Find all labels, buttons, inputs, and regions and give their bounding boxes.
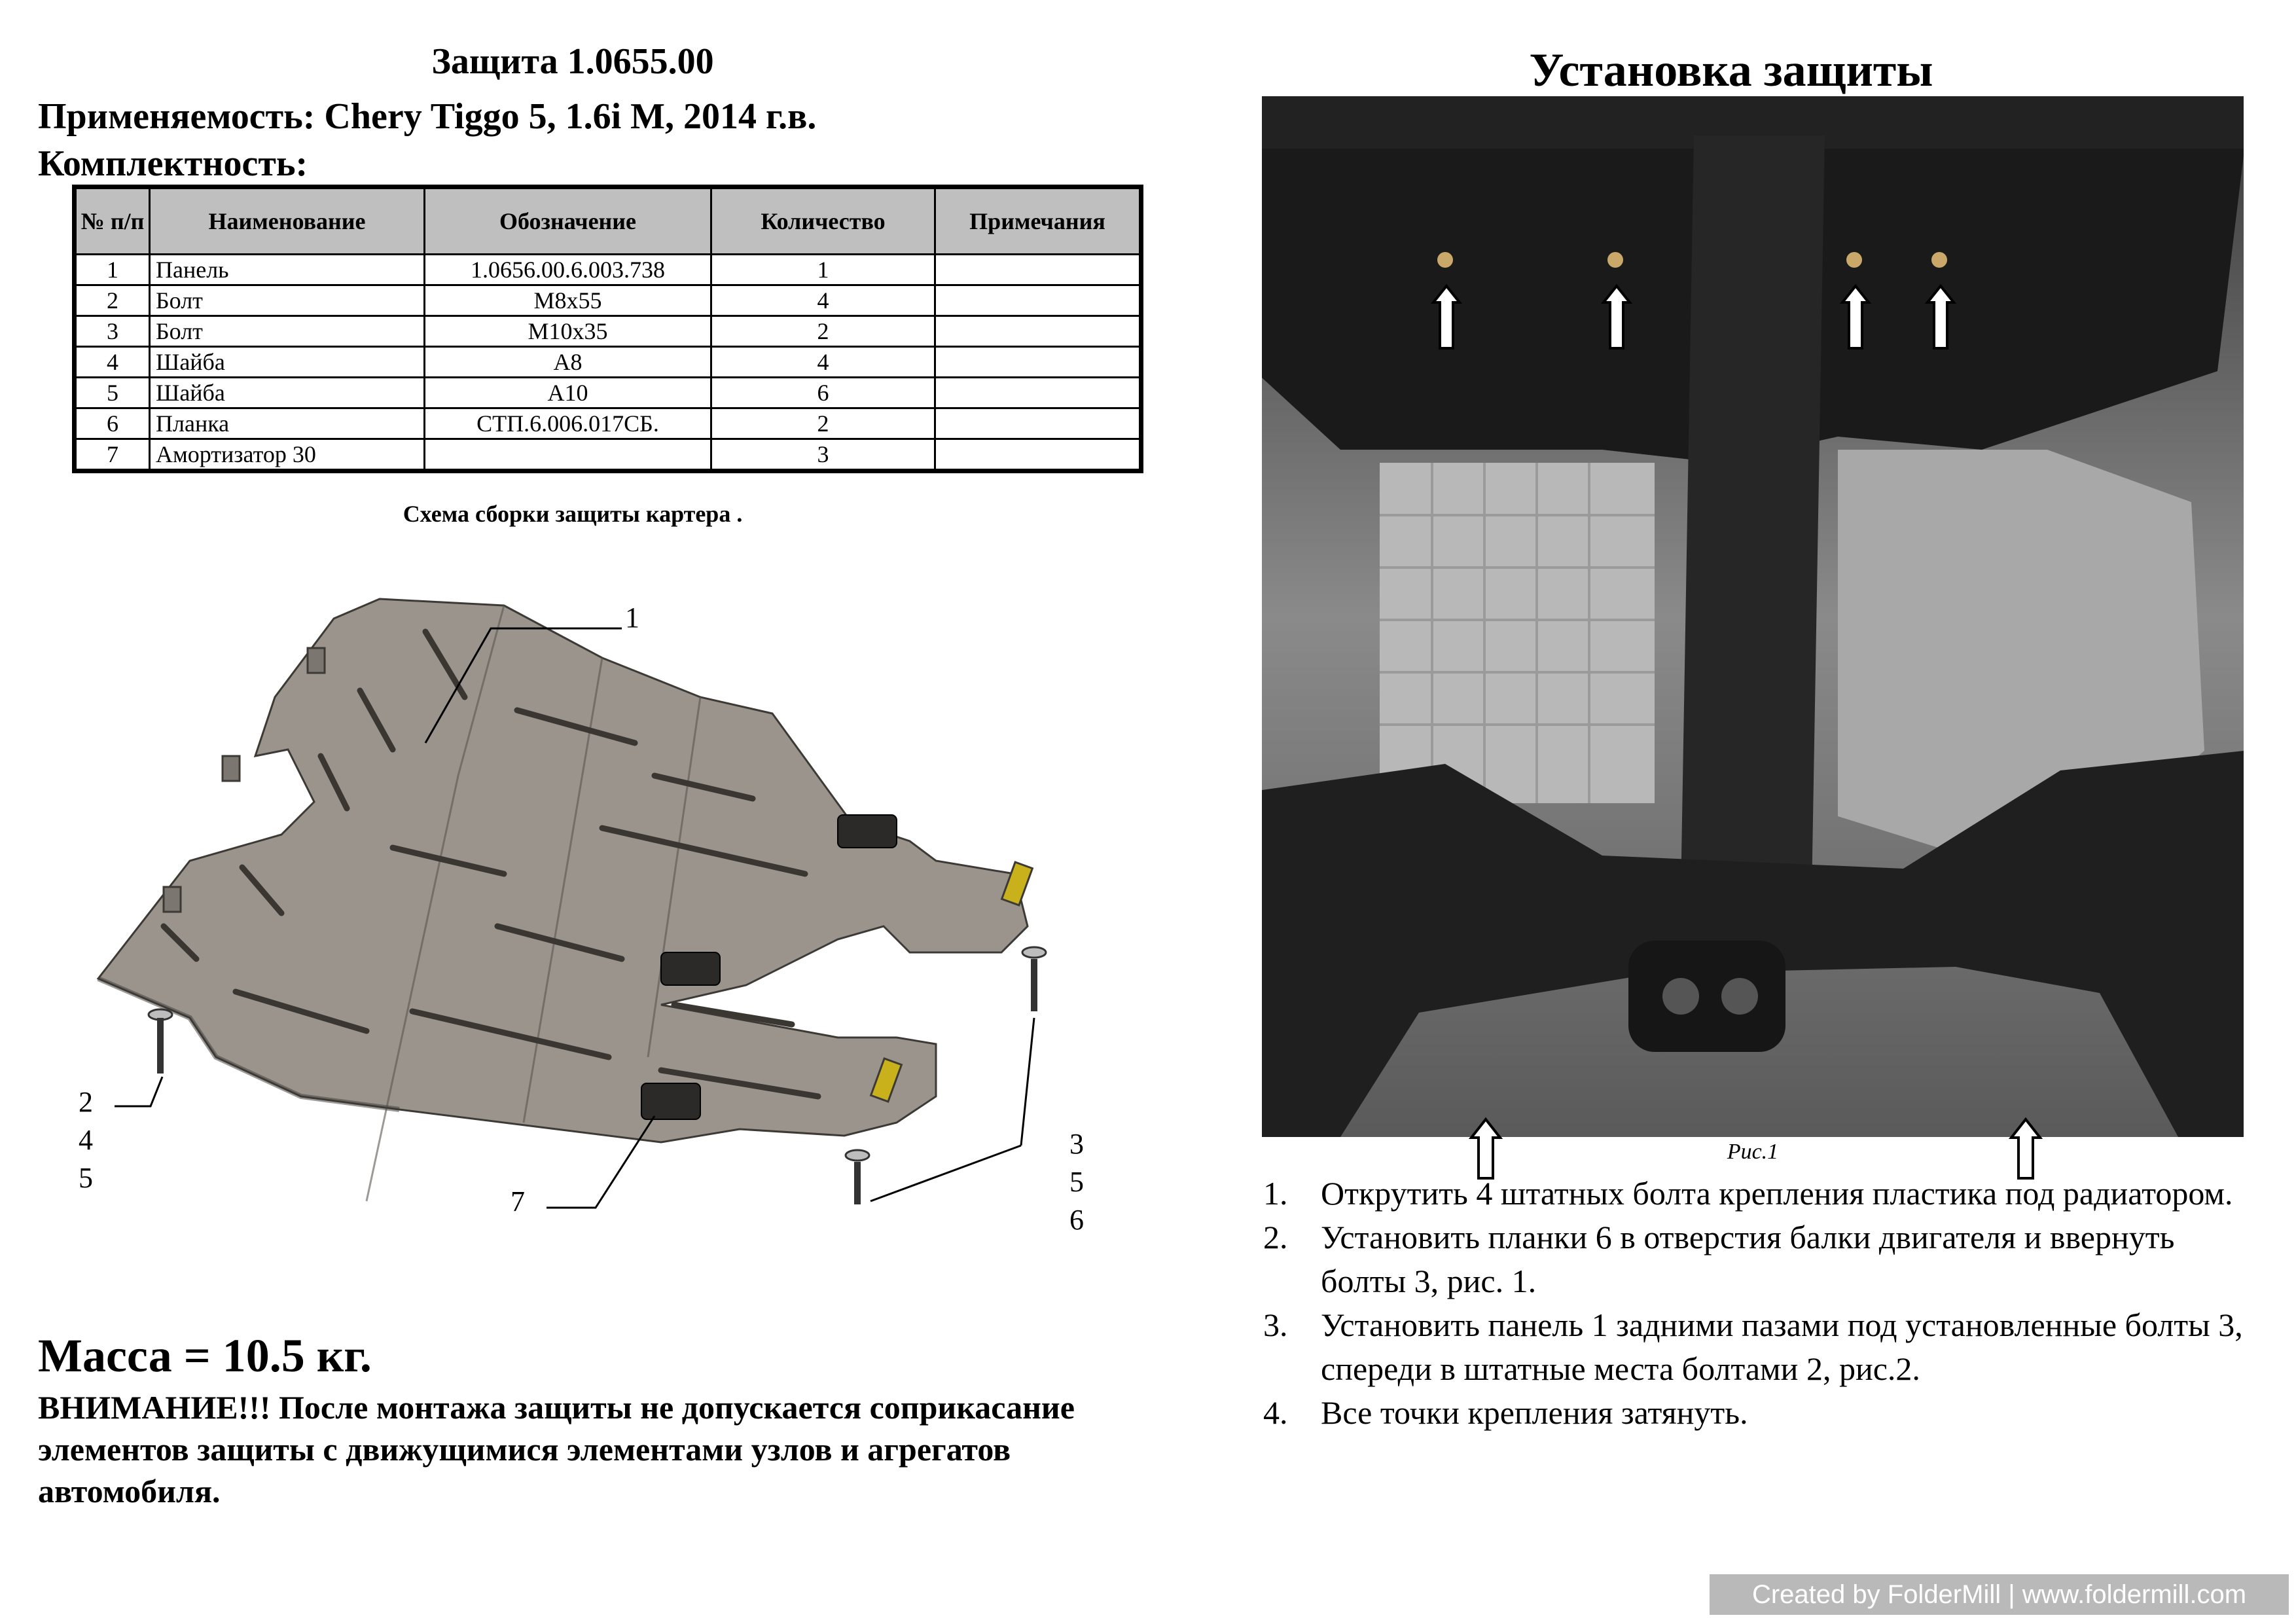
document-title: Защита 1.0655.00: [431, 41, 714, 82]
photo-caption: Рис.1: [1727, 1140, 1779, 1164]
table-row: 7 Амортизатор 30 3: [73, 438, 1142, 472]
cell-designation: А10: [423, 376, 712, 409]
skid-plate-panel: [96, 598, 1034, 1202]
cell-quantity: 2: [710, 407, 936, 440]
table-row: 6 Планка СТП.6.006.017СБ. 2: [73, 407, 1142, 440]
cell-notes: [934, 315, 1142, 348]
mounting-point-arrows: [1468, 1117, 2043, 1180]
callout-7: 7: [511, 1185, 525, 1218]
cell-designation: 1.0656.00.6.003.738: [423, 253, 712, 286]
cell-notes: [934, 407, 1142, 440]
col-header-notes: Примечания: [934, 186, 1142, 255]
scheme-caption: Схема сборки защиты картера .: [403, 501, 743, 527]
callout-2: 2: [79, 1086, 93, 1118]
step-number: 1.: [1263, 1175, 1288, 1212]
step-text: Открутить 4 штатных болта крепления плас…: [1321, 1175, 2233, 1212]
cell-designation: [423, 438, 712, 472]
cell-designation: М8х55: [423, 284, 712, 317]
parts-table-header: № п/п Наименование Обозначение Количеств…: [73, 186, 1142, 255]
step-number: 4.: [1263, 1394, 1288, 1431]
cell-number: 1: [73, 253, 151, 286]
bolt-rear-right: [1021, 946, 1047, 1011]
cell-number: 3: [73, 315, 151, 348]
callout-5-rear: 5: [1069, 1166, 1084, 1198]
list-item: 4. Все точки крепления затянуть.: [1263, 1391, 2265, 1435]
callout-6: 6: [1069, 1204, 1084, 1236]
warning-text: ВНИМАНИЕ!!! После монтажа защиты не допу…: [38, 1389, 1075, 1509]
cell-quantity: 1: [710, 253, 936, 286]
cell-designation: А8: [423, 346, 712, 378]
cell-name: Планка: [149, 407, 425, 440]
installation-steps: 1. Открутить 4 штатных болта крепления п…: [1263, 1172, 2265, 1435]
applicability-line: Применяемость: Chery Tiggo 5, 1.6i M, 20…: [38, 96, 817, 137]
col-header-quantity: Количество: [710, 186, 936, 255]
cell-notes: [934, 438, 1142, 472]
parts-table: № п/п Наименование Обозначение Количеств…: [72, 185, 1143, 473]
callout-3: 3: [1069, 1128, 1084, 1160]
cell-name: Болт: [149, 284, 425, 317]
cell-notes: [934, 253, 1142, 286]
callout-5-front: 5: [79, 1162, 93, 1194]
cell-name: Шайба: [149, 376, 425, 409]
table-row: 1 Панель 1.0656.00.6.003.738 1: [73, 253, 1142, 286]
step-number: 2.: [1263, 1219, 1288, 1255]
cell-quantity: 2: [710, 315, 936, 348]
cell-number: 2: [73, 284, 151, 317]
col-header-number: № п/п: [73, 186, 151, 255]
cell-quantity: 6: [710, 376, 936, 409]
table-row: 2 Болт М8х55 4: [73, 284, 1142, 317]
list-item: 1. Открутить 4 штатных болта крепления п…: [1263, 1172, 2265, 1216]
table-row: 4 Шайба А8 4: [73, 346, 1142, 378]
bolt-front-left: [147, 1008, 173, 1074]
step-text: Установить планки 6 в отверстия балки дв…: [1321, 1219, 2175, 1299]
col-header-name: Наименование: [149, 186, 425, 255]
cell-number: 7: [73, 438, 151, 472]
cell-number: 6: [73, 407, 151, 440]
cell-name: Болт: [149, 315, 425, 348]
installation-photo: [1262, 96, 2244, 1137]
cell-name: Амортизатор 30: [149, 438, 425, 472]
cell-number: 5: [73, 376, 151, 409]
table-row: 3 Болт М10х35 2: [73, 315, 1142, 348]
mass-label: Масса = 10.5 кг.: [38, 1329, 372, 1382]
cell-designation: СТП.6.006.017СБ.: [423, 407, 712, 440]
bolt-rear-left: [844, 1149, 870, 1204]
step-text: Все точки крепления затянуть.: [1321, 1394, 1748, 1431]
cell-number: 4: [73, 346, 151, 378]
cell-name: Панель: [149, 253, 425, 286]
cell-notes: [934, 346, 1142, 378]
cell-quantity: 4: [710, 346, 936, 378]
cell-quantity: 4: [710, 284, 936, 317]
callout-1: 1: [625, 602, 639, 634]
installation-title: Установка защиты: [1529, 44, 1933, 96]
cell-designation: М10х35: [423, 315, 712, 348]
cell-notes: [934, 284, 1142, 317]
assembly-diagram: [96, 598, 1047, 1209]
watermark-banner: Created by FolderMill | www.foldermill.c…: [1710, 1574, 2289, 1615]
cell-notes: [934, 376, 1142, 409]
table-row: 5 Шайба А10 6: [73, 376, 1142, 409]
cell-quantity: 3: [710, 438, 936, 472]
cell-name: Шайба: [149, 346, 425, 378]
col-header-designation: Обозначение: [423, 186, 712, 255]
list-item: 3. Установить панель 1 задними пазами по…: [1263, 1303, 2265, 1391]
step-number: 3.: [1263, 1307, 1288, 1343]
step-text: Установить панель 1 задними пазами под у…: [1321, 1307, 2243, 1387]
kit-label: Комплектность:: [38, 143, 308, 184]
callout-4: 4: [79, 1124, 93, 1156]
list-item: 2. Установить планки 6 в отверстия балки…: [1263, 1216, 2265, 1303]
